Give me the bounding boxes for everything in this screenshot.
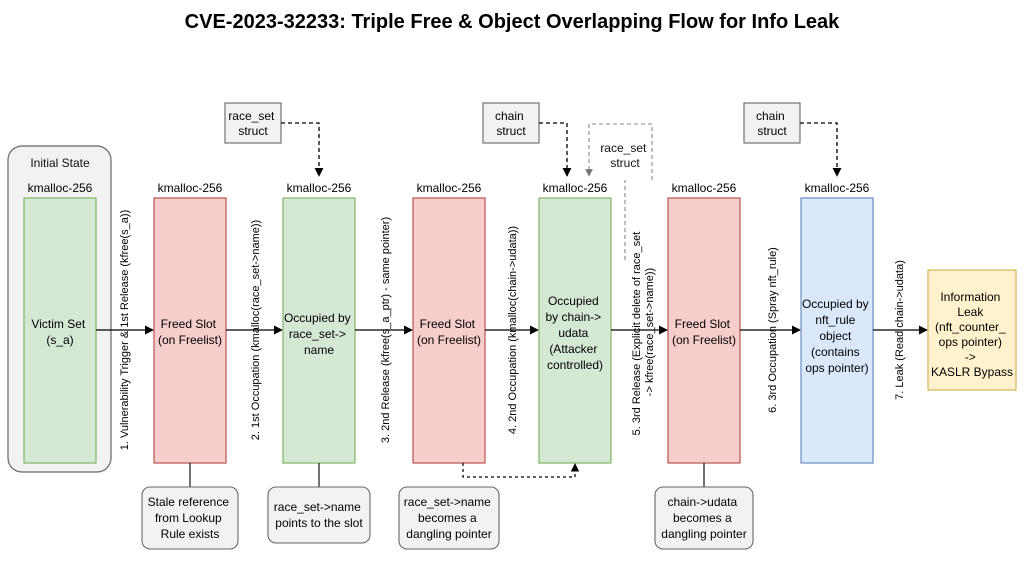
slot-label-7: Occupied by nft_rule object (contains op…	[802, 297, 872, 375]
slot-box-7	[800, 197, 874, 464]
note-box-2	[267, 486, 371, 544]
slot-box-2	[153, 197, 227, 464]
column-header-7: kmalloc-256	[805, 181, 870, 195]
column-header-6: kmalloc-256	[672, 181, 737, 195]
column-header-5: kmalloc-256	[543, 181, 608, 195]
info-leak-label: Information Leak (nft_counter_ ops point…	[931, 290, 1013, 379]
slot-box-1	[23, 197, 97, 464]
struct-box-race-set-1	[224, 102, 282, 144]
note-text-2: race_set->name points to the slot	[274, 500, 364, 530]
dangling-link-arrow	[462, 463, 580, 478]
initial-state-label: Initial State	[30, 156, 90, 170]
step-label-7: 7. Leak (Read chain->udata)	[894, 260, 906, 400]
note-text-4: chain->udata becomes a dangling pointer	[661, 495, 746, 541]
struct-arrow-race-set-2	[589, 123, 653, 260]
step-label-4: 4. 2nd Occupation (kmalloc(chain->udata)…	[507, 226, 519, 434]
struct-label-race-set-1: race_set struct	[228, 109, 277, 138]
note-box-1	[141, 486, 239, 550]
note-text-3: race_set->name becomes a dangling pointe…	[404, 495, 494, 541]
note-box-4	[654, 486, 754, 550]
slot-label-2: Freed Slot (on Freelist)	[158, 317, 222, 347]
column-header-1: kmalloc-256	[28, 181, 93, 195]
struct-box-chain-1	[482, 102, 540, 144]
note-box-3	[398, 486, 500, 550]
column-header-4: kmalloc-256	[417, 181, 482, 195]
step-label-5: 5. 3rd Release (Explicit delete of race_…	[631, 229, 656, 436]
struct-box-chain-2	[743, 102, 801, 144]
slot-label-4: Freed Slot (on Freelist)	[417, 317, 481, 347]
struct-label-chain-2: chain struct	[756, 109, 788, 138]
slot-label-5: Occupied by chain-> udata (Attacker cont…	[545, 294, 604, 372]
diagram-title: CVE-2023-32233: Triple Free & Object Ove…	[185, 11, 841, 33]
slot-box-5	[538, 197, 612, 464]
struct-label-chain-1: chain struct	[495, 109, 527, 138]
struct-arrow-chain-1	[539, 122, 572, 177]
slot-label-3: Occupied by race_set-> name	[284, 311, 354, 357]
slot-label-1: Victim Set (s_a)	[31, 317, 88, 347]
step-label-6: 6. 3rd Occupation (Spray nft_rule)	[767, 247, 779, 413]
struct-arrow-race-set-1	[281, 122, 324, 177]
column-header-3: kmalloc-256	[287, 181, 352, 195]
info-leak-box	[927, 269, 1017, 391]
slot-box-3	[282, 197, 356, 464]
step-label-2: 2. 1st Occupation (kmalloc(race_set->nam…	[250, 220, 262, 440]
step-label-3: 3. 2nd Release (kfree(s_a_ptr) - same po…	[380, 217, 392, 443]
slot-label-6: Freed Slot (on Freelist)	[672, 317, 736, 347]
struct-label-race-set-2: race_set struct	[600, 141, 649, 170]
struct-arrow-chain-2	[800, 122, 842, 177]
note-text-1: Stale reference from Lookup Rule exists	[148, 495, 233, 541]
slot-box-4	[412, 197, 486, 464]
step-label-1: 1. Vulnerability Trigger & 1st Release (…	[119, 210, 131, 450]
column-header-2: kmalloc-256	[158, 181, 223, 195]
